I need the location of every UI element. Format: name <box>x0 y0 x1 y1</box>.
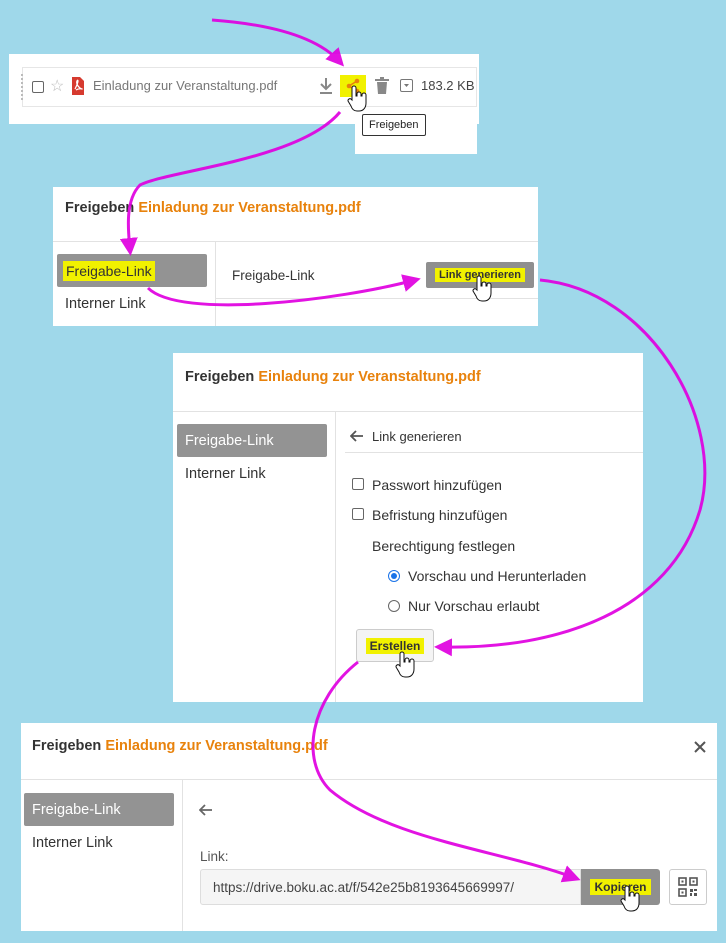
file-checkbox[interactable] <box>32 81 44 93</box>
file-size: 183.2 KB <box>421 78 475 93</box>
password-checkbox[interactable] <box>352 478 364 490</box>
sidebar-item-freigabe-link[interactable]: Freigabe-Link <box>177 424 327 457</box>
file-row[interactable]: ☆ Einladung zur Veranstaltung.pdf 183.2 … <box>21 67 477 107</box>
divider <box>182 779 183 931</box>
back-label: Link generieren <box>372 429 462 444</box>
dialog-title-prefix: Freigeben <box>65 200 135 216</box>
sidebar-item-interner-link[interactable]: Interner Link <box>185 466 266 482</box>
star-icon[interactable]: ☆ <box>50 78 65 95</box>
password-option-label: Passwort hinzufügen <box>372 477 502 493</box>
dialog-title: Freigeben Einladung zur Veranstaltung.pd… <box>32 738 328 754</box>
share-dialog-step1: Freigeben Einladung zur Veranstaltung.pd… <box>53 187 538 326</box>
divider <box>215 241 216 326</box>
close-icon[interactable] <box>694 740 706 758</box>
drag-handle[interactable] <box>21 74 26 100</box>
qr-code-icon <box>678 877 698 897</box>
back-arrow-icon[interactable] <box>349 429 364 447</box>
download-icon[interactable] <box>319 77 333 98</box>
expiry-checkbox[interactable] <box>352 508 364 520</box>
dialog-title-file: Einladung zur Veranstaltung.pdf <box>105 738 328 754</box>
radio-label: Nur Vorschau erlaubt <box>408 598 540 614</box>
share-link-label: Freigabe-Link <box>232 268 315 283</box>
sidebar-item-freigabe-link[interactable]: Freigabe-Link <box>24 793 174 826</box>
file-name[interactable]: Einladung zur Veranstaltung.pdf <box>93 78 278 93</box>
qr-code-button[interactable] <box>669 869 707 905</box>
dialog-title-file: Einladung zur Veranstaltung.pdf <box>258 369 481 385</box>
radio-label: Vorschau und Herunterladen <box>408 568 587 584</box>
sidebar-item-label: Freigabe-Link <box>185 432 274 449</box>
divider <box>173 411 643 412</box>
trash-icon[interactable] <box>375 77 389 98</box>
radio-preview-download[interactable] <box>388 570 400 582</box>
copy-button-label: Kopieren <box>590 879 651 895</box>
sidebar-item-interner-link[interactable]: Interner Link <box>65 296 146 312</box>
generate-link-button[interactable]: Link generieren <box>426 262 534 288</box>
divider <box>345 452 643 453</box>
sidebar-item-interner-link[interactable]: Interner Link <box>32 835 113 851</box>
tooltip: Freigeben <box>362 114 426 136</box>
radio-preview-only[interactable] <box>388 600 400 612</box>
divider <box>53 241 538 242</box>
dialog-title-file: Einladung zur Veranstaltung.pdf <box>138 200 361 216</box>
dialog-title: Freigeben Einladung zur Veranstaltung.pd… <box>185 369 481 385</box>
sidebar-item-label: Freigabe-Link <box>63 260 155 281</box>
share-dialog-step2: Freigeben Einladung zur Veranstaltung.pd… <box>173 353 643 702</box>
link-label: Link: <box>200 849 229 864</box>
generate-link-label: Link generieren <box>435 268 525 282</box>
dialog-title-prefix: Freigeben <box>185 369 255 385</box>
divider <box>215 298 538 299</box>
sidebar-item-freigabe-link[interactable]: Freigabe-Link <box>57 254 207 287</box>
link-input-value: https://drive.boku.ac.at/f/542e25b819364… <box>213 880 514 895</box>
dropdown-icon[interactable] <box>400 79 413 92</box>
expiry-option-label: Befristung hinzufügen <box>372 507 508 523</box>
dialog-title-prefix: Freigeben <box>32 738 102 754</box>
copy-button[interactable]: Kopieren <box>581 869 660 905</box>
link-input[interactable]: https://drive.boku.ac.at/f/542e25b819364… <box>200 869 581 905</box>
divider <box>21 779 717 780</box>
create-button[interactable]: Erstellen <box>356 629 434 662</box>
divider <box>335 411 336 702</box>
create-button-label: Erstellen <box>365 637 425 654</box>
permission-heading: Berechtigung festlegen <box>372 538 516 554</box>
back-arrow-icon[interactable] <box>198 803 213 821</box>
share-icon[interactable] <box>340 75 366 97</box>
sidebar-item-label: Freigabe-Link <box>32 801 121 818</box>
share-dialog-step3: Freigeben Einladung zur Veranstaltung.pd… <box>21 723 717 931</box>
tooltip-text: Freigeben <box>369 119 419 131</box>
pdf-icon <box>71 77 85 98</box>
dialog-title: Freigeben Einladung zur Veranstaltung.pd… <box>65 200 361 216</box>
